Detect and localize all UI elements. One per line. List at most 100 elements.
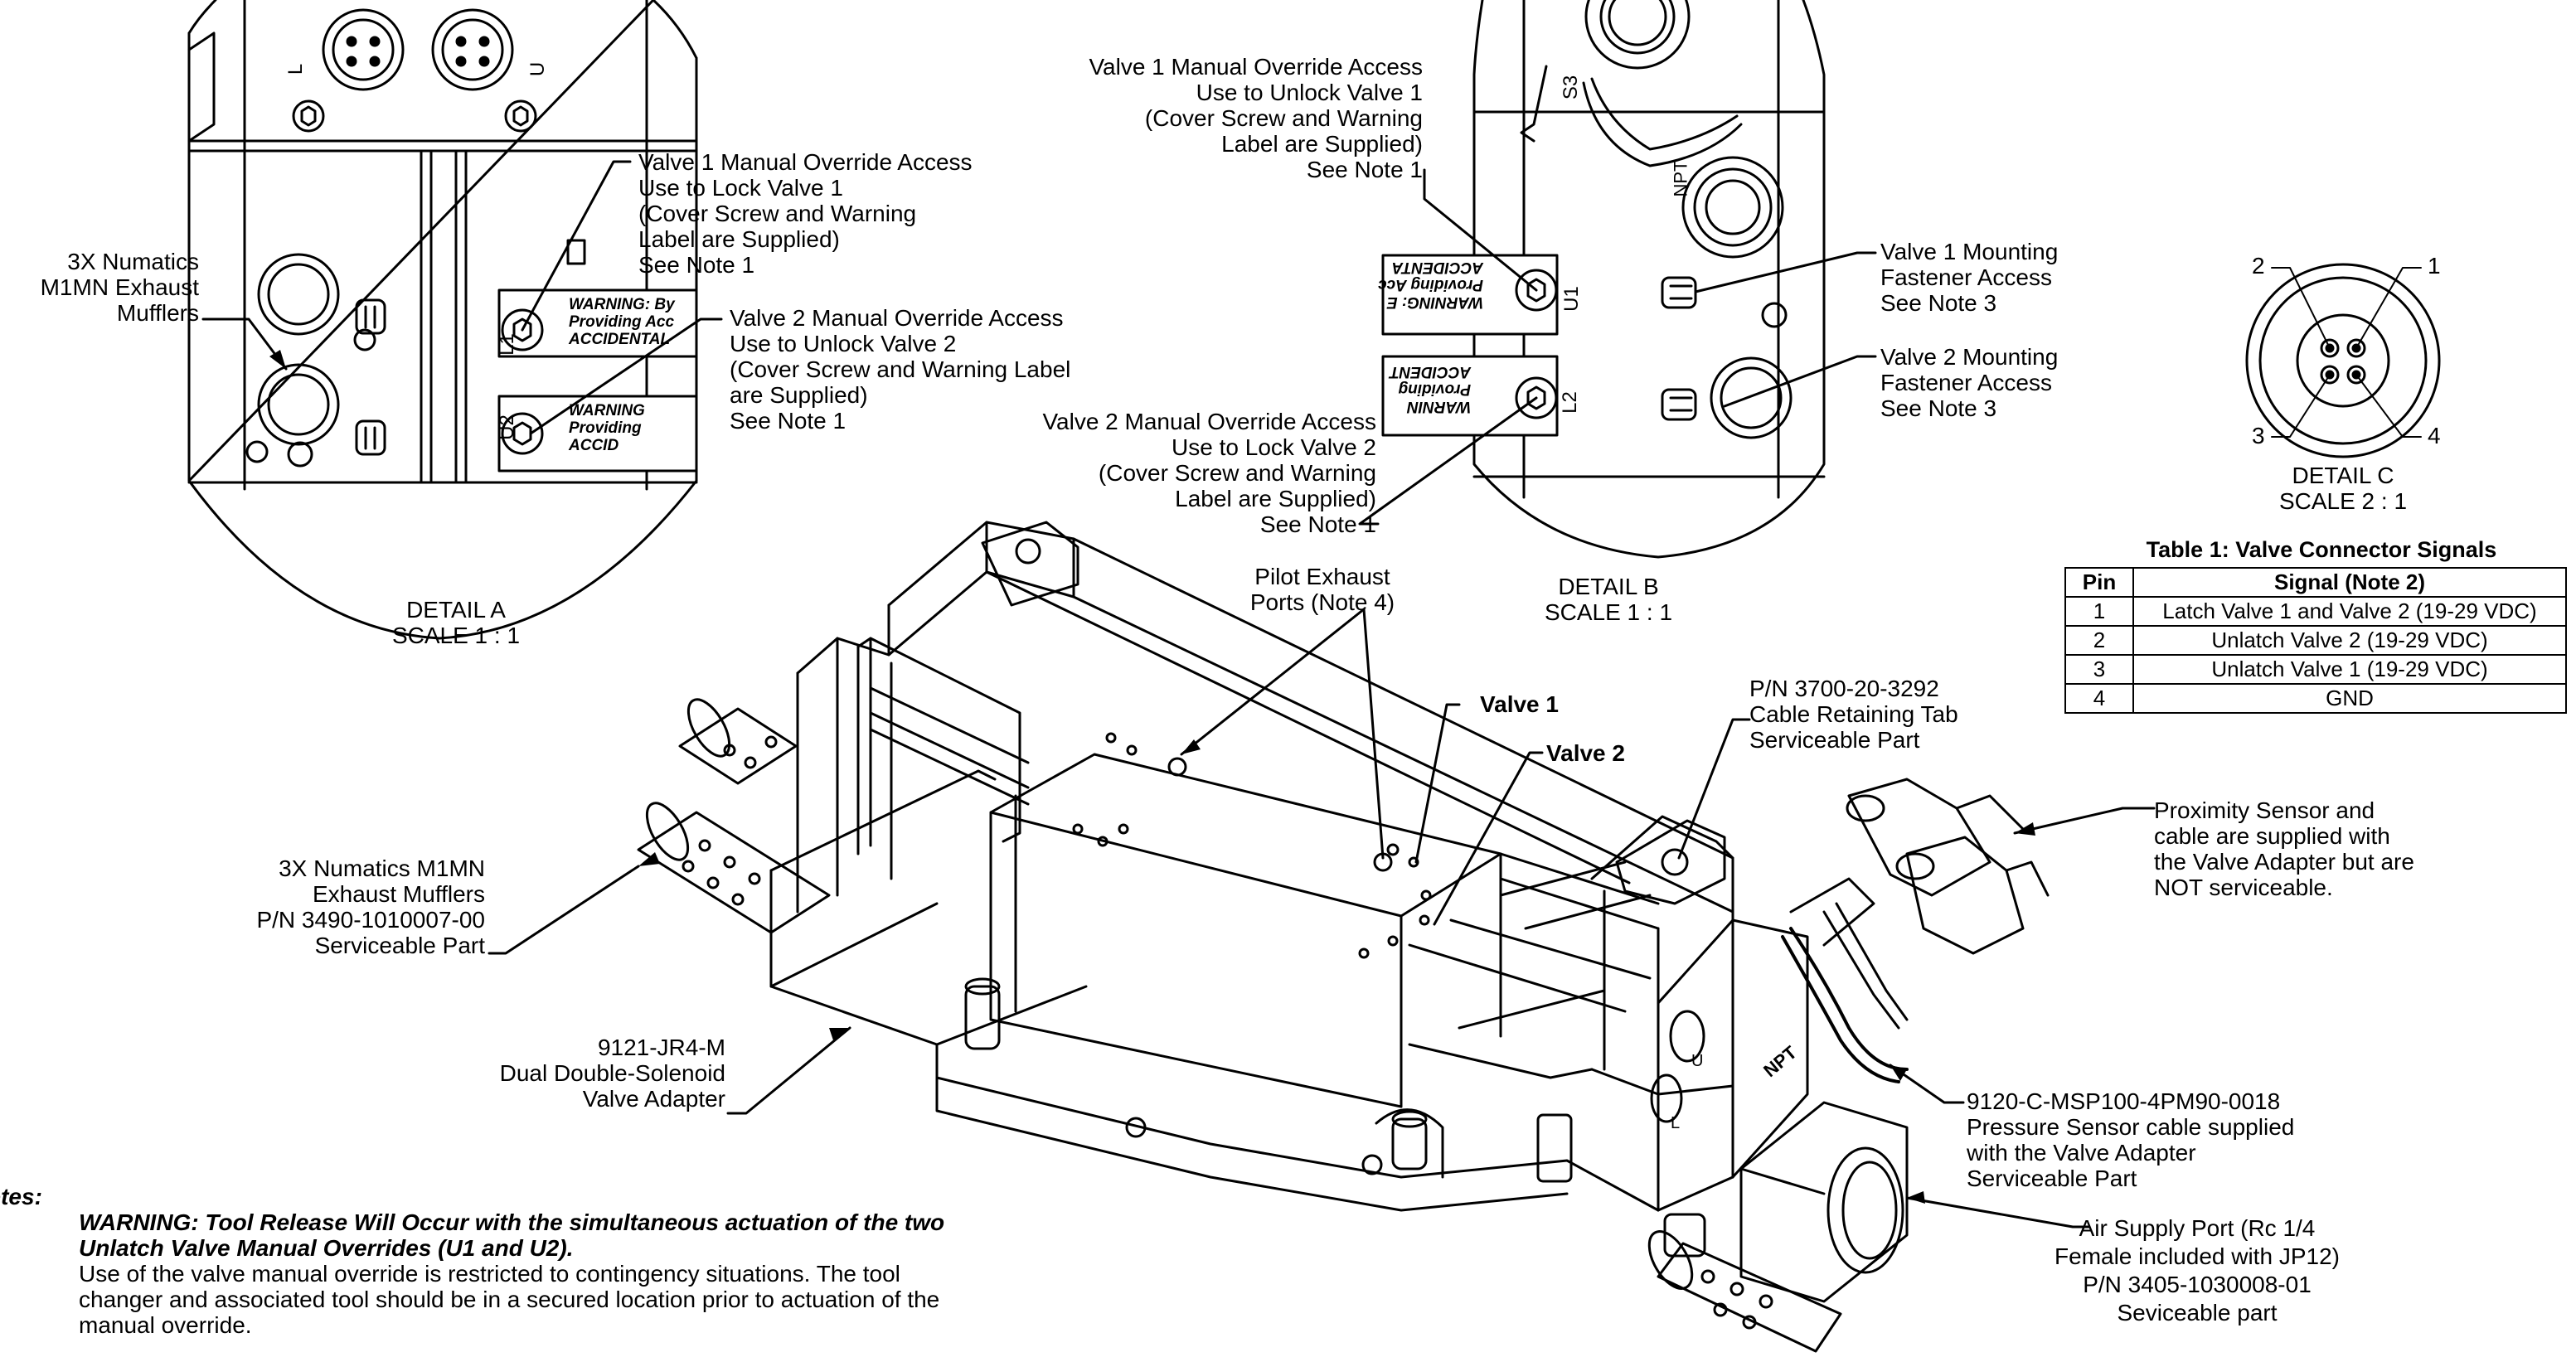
table-cell: Unlatch Valve 2 (19-29 VDC) <box>2132 625 2567 656</box>
warning-plate-a2: WARNING Providing ACCID <box>569 402 645 454</box>
table-row: 1 Latch Valve 1 and Valve 2 (19-29 VDC) <box>2064 596 2567 627</box>
main-valve-adapter-view <box>488 521 2156 1353</box>
text-line: 3X Numatics <box>67 249 199 274</box>
proximity-sensor-label: Proximity Sensor and cable are supplied … <box>2154 797 2414 900</box>
text-line: Providing Acc <box>1378 276 1484 293</box>
notes-body-line: manual override. <box>79 1312 252 1338</box>
detail-scale: SCALE 1 : 1 <box>391 623 521 648</box>
text-line: Use to Unlock Valve 1 <box>1196 80 1423 105</box>
text-line: Label are Supplied) <box>638 226 840 252</box>
detail-a-valve2-override-label: Valve 2 Manual Override Access Use to Un… <box>730 305 1070 434</box>
cable-tab-label: P/N 3700-20-3292 Cable Retaining Tab Ser… <box>1749 676 1958 753</box>
detail-b-view <box>1358 0 1877 559</box>
text-line: See Note 1 <box>638 252 755 278</box>
leader-arrowheads <box>269 350 2035 1204</box>
valve-connector-signals-table: Pin Signal (Note 2) 1 Latch Valve 1 and … <box>2064 567 2567 714</box>
pin-3-label: 3 <box>2252 423 2265 448</box>
text-line: Serviceable Part <box>314 933 485 958</box>
detail-b-title: DETAIL B SCALE 1 : 1 <box>1484 574 1733 625</box>
text-line: Mufflers <box>116 300 199 326</box>
text-line: Valve 1 Manual Override Access <box>638 149 973 175</box>
text-line: Use to Lock Valve 1 <box>638 175 843 201</box>
text-line: Seviceable part <box>2117 1300 2278 1325</box>
detail-b-valve1-mount-label: Valve 1 Mounting Fastener Access See Not… <box>1880 239 2058 316</box>
table-row: 4 GND <box>2064 683 2567 714</box>
text-line: P/N 3405-1030008-01 <box>2083 1272 2312 1297</box>
text-line: WARNING: E <box>1386 293 1484 311</box>
text-line: P/N 3700-20-3292 <box>1749 676 1939 701</box>
table-cell: Unlatch Valve 1 (19-29 VDC) <box>2132 654 2567 685</box>
text-line: are Supplied) <box>730 382 868 408</box>
text-line: Valve 1 Manual Override Access <box>1089 54 1423 80</box>
marking-s3: S3 <box>1560 75 1583 100</box>
marking-l1: L1 <box>495 333 518 356</box>
text-line: 3X Numatics M1MN <box>279 855 485 881</box>
detail-title: DETAIL A <box>406 597 506 623</box>
text-line: (Cover Screw and Warning <box>1098 460 1376 486</box>
warning-plate-a1: WARNING: By Providing Acc ACCIDENTAL <box>569 296 675 348</box>
text-line: Fastener Access <box>1880 370 2052 395</box>
table-row: 3 Unlatch Valve 1 (19-29 VDC) <box>2064 654 2567 685</box>
text-line: P/N 3490-1010007-00 <box>256 907 485 933</box>
warning-plate-b1: WARNING: E Providing Acc ACCIDENTA <box>1378 259 1483 311</box>
text-line: See Note 3 <box>1880 395 1997 421</box>
pin-1-label: 1 <box>2428 253 2441 279</box>
text-line: Label are Supplied) <box>1175 486 1376 511</box>
detail-title: DETAIL C <box>2292 463 2394 488</box>
text-line: See Note 3 <box>1880 290 1997 316</box>
text-line: Proximity Sensor and <box>2154 797 2375 823</box>
text-line: WARNING <box>569 402 645 419</box>
detail-scale: SCALE 1 : 1 <box>1544 599 1673 625</box>
warning-plate-b2: WARNIN Providing ACCIDENT <box>1390 363 1471 415</box>
valve-2-label: Valve 2 <box>1546 740 1625 766</box>
pilot-exhaust-label: Pilot Exhaust Ports (Note 4) <box>1198 564 1447 615</box>
detail-b-valve2-override-label: Valve 2 Manual Override Access Use to Lo… <box>912 409 1376 537</box>
text-line: WARNIN <box>1407 398 1472 415</box>
text-line: (Cover Screw and Warning Label <box>730 356 1071 382</box>
marking-u2: U2 <box>495 414 518 440</box>
table-header: Pin <box>2064 567 2134 598</box>
text-line: with the Valve Adapter <box>1967 1140 2196 1166</box>
text-line: (Cover Screw and Warning <box>638 201 917 226</box>
detail-a-view <box>187 0 723 640</box>
table-cell: 2 <box>2064 625 2134 656</box>
connector-u-marking: U <box>526 61 550 77</box>
pin-4-label: 4 <box>2428 423 2441 448</box>
marking-npt-b: NPT <box>1670 160 1691 197</box>
text-line: Serviceable Part <box>1749 727 1920 753</box>
text-line: Serviceable Part <box>1967 1166 2137 1191</box>
detail-a-mufflers-label: 3X Numatics M1MN Exhaust Mufflers <box>33 249 199 326</box>
text-line: Valve 1 Mounting <box>1880 239 2059 264</box>
text-line: See Note 1 <box>1306 157 1423 182</box>
text-line: ACCID <box>569 437 619 454</box>
detail-b-valve2-mount-label: Valve 2 Mounting Fastener Access See Not… <box>1880 344 2058 421</box>
text-line: Ports (Note 4) <box>1249 589 1395 615</box>
valve-adapter-label: 9121-JR4-M Dual Double-Solenoid Valve Ad… <box>390 1035 725 1112</box>
table-cell: 1 <box>2064 596 2134 627</box>
main-mufflers-label: 3X Numatics M1MN Exhaust Mufflers P/N 34… <box>158 855 485 958</box>
text-line: Cable Retaining Tab <box>1749 701 1958 727</box>
table-cell: 4 <box>2064 683 2134 714</box>
text-line: ACCIDENTAL <box>569 331 671 348</box>
table-cell: 3 <box>2064 654 2134 685</box>
table-header-row: Pin Signal (Note 2) <box>2064 567 2567 598</box>
detail-a-title: DETAIL A SCALE 1 : 1 <box>332 597 580 648</box>
text-line: See Note 1 <box>730 408 847 434</box>
text-line: Providing Acc <box>569 313 675 331</box>
text-line: Use to Lock Valve 2 <box>1172 434 1376 460</box>
text-line: Valve Adapter <box>582 1086 725 1112</box>
text-line: Pressure Sensor cable supplied <box>1967 1114 2295 1140</box>
notes-body-line: changer and associated tool should be in… <box>79 1287 940 1312</box>
detail-c-title: DETAIL C SCALE 2 : 1 <box>2219 463 2467 514</box>
notes-warning-line: Unlatch Valve Manual Overrides (U1 and U… <box>79 1235 574 1261</box>
table-cell: GND <box>2132 683 2567 714</box>
text-line: ACCIDENT <box>1390 363 1472 380</box>
text-line: 9121-JR4-M <box>597 1035 725 1060</box>
valve-1-label: Valve 1 <box>1480 691 1559 717</box>
notes-body-line: Use of the valve manual override is rest… <box>79 1261 900 1287</box>
notes-block: otes: WARNING: Tool Release Will Occur w… <box>0 1184 944 1338</box>
pin-2-label: 2 <box>2252 253 2265 279</box>
text-line: Providing <box>569 419 642 437</box>
text-line: Female included with JP12) <box>2054 1243 2340 1269</box>
